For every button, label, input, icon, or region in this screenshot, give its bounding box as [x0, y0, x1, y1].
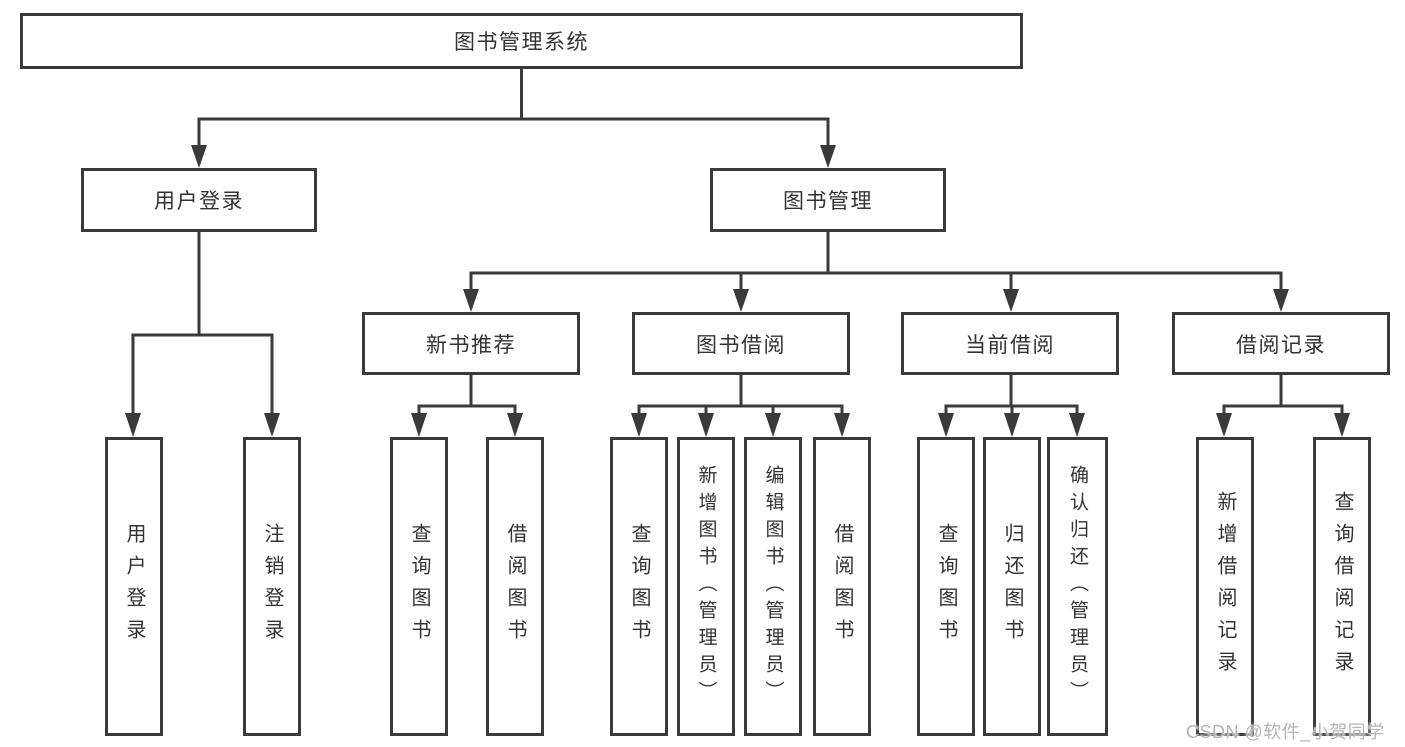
- arrowhead: [1004, 413, 1020, 437]
- leaf-add-borrow-record-label: 新增借阅记录: [1214, 490, 1236, 683]
- node-user-login-label: 用户登录: [154, 190, 244, 213]
- leaf-add-book-admin-label: 新增图书（管理员）: [695, 465, 717, 708]
- leaf-query-book-recommend-label: 查询图书: [408, 522, 430, 651]
- leaf-confirm-return-admin: 确认归还（管理员）: [1047, 437, 1108, 736]
- leaf-user-login-label: 用户登录: [123, 522, 145, 651]
- arrowhead: [1273, 289, 1289, 312]
- leaf-add-book-admin: 新增图书（管理员）: [677, 437, 735, 736]
- arrowhead: [733, 289, 749, 312]
- leaf-logout: 注销登录: [243, 437, 301, 736]
- arrowhead: [820, 145, 836, 168]
- node-book-borrow-label: 图书借阅: [696, 333, 786, 357]
- leaf-return-book-label: 归还图书: [1001, 522, 1023, 651]
- arrowhead: [698, 413, 714, 437]
- leaf-edit-book-admin-label: 编辑图书（管理员）: [762, 465, 784, 708]
- arrowhead: [411, 413, 427, 437]
- arrowhead: [463, 289, 479, 312]
- node-current-borrow-label: 当前借阅: [965, 333, 1055, 357]
- node-borrow-records-label: 借阅记录: [1236, 333, 1326, 357]
- node-new-book-recommend-label: 新书推荐: [426, 333, 516, 357]
- connector-path: [131, 69, 1344, 416]
- node-book-borrow: 图书借阅: [632, 312, 850, 375]
- arrowhead: [834, 413, 850, 437]
- leaf-query-book-recommend: 查询图书: [390, 437, 448, 736]
- node-root: 图书管理系统: [20, 13, 1023, 69]
- leaf-add-borrow-record: 新增借阅记录: [1196, 437, 1254, 736]
- arrowhead: [938, 413, 954, 437]
- leaf-query-borrow-record: 查询借阅记录: [1313, 437, 1371, 736]
- leaf-query-book-borrow-label: 查询图书: [628, 522, 650, 651]
- leaf-return-book: 归还图书: [983, 437, 1041, 736]
- arrowhead: [191, 145, 207, 168]
- leaf-query-book-current-label: 查询图书: [935, 522, 957, 651]
- leaf-logout-label: 注销登录: [261, 522, 283, 651]
- node-book-management: 图书管理: [710, 168, 946, 232]
- leaf-borrow-book-recommend: 借阅图书: [486, 437, 544, 736]
- arrowhead: [1216, 413, 1232, 437]
- csdn-watermark: CSDN @软件_小贺同学: [1186, 722, 1385, 742]
- leaf-borrow-book-recommend-label: 借阅图书: [504, 522, 526, 651]
- node-user-login: 用户登录: [81, 168, 317, 232]
- leaf-edit-book-admin: 编辑图书（管理员）: [744, 437, 802, 736]
- arrowhead: [1069, 413, 1085, 437]
- arrowhead: [125, 413, 141, 437]
- leaf-user-login: 用户登录: [105, 437, 163, 736]
- arrowhead: [631, 413, 647, 437]
- leaf-query-book-current: 查询图书: [917, 437, 975, 736]
- leaf-borrow-book-label: 借阅图书: [831, 522, 853, 651]
- arrowhead: [765, 413, 781, 437]
- node-new-book-recommend: 新书推荐: [362, 312, 580, 375]
- node-root-label: 图书管理系统: [454, 31, 589, 54]
- leaf-confirm-return-admin-label: 确认归还（管理员）: [1067, 465, 1088, 708]
- leaf-query-borrow-record-label: 查询借阅记录: [1331, 490, 1353, 683]
- leaf-query-book-borrow: 查询图书: [610, 437, 668, 736]
- node-book-management-label: 图书管理: [783, 190, 873, 213]
- arrowheads: [125, 145, 1350, 437]
- arrowhead: [1334, 413, 1350, 437]
- node-borrow-records: 借阅记录: [1172, 312, 1390, 375]
- arrowhead: [1003, 289, 1019, 312]
- leaf-borrow-book: 借阅图书: [813, 437, 871, 736]
- arrowhead: [507, 413, 523, 437]
- node-current-borrow: 当前借阅: [901, 312, 1119, 375]
- arrowhead: [264, 413, 280, 437]
